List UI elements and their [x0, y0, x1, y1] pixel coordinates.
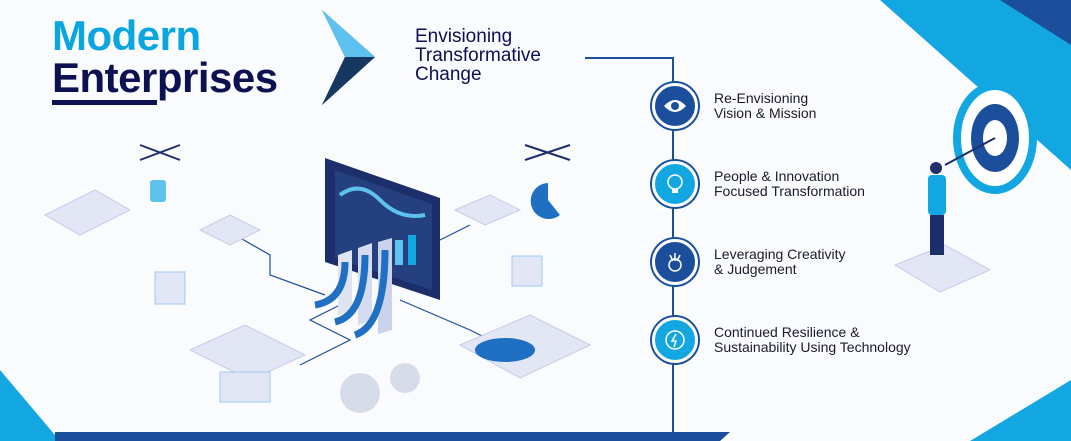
- step-label: People & Innovation: [714, 168, 840, 184]
- step-label: Sustainability Using Technology: [714, 339, 911, 355]
- subtitle: Envisioning Transformative Change: [415, 27, 541, 84]
- timeline-connector: [585, 57, 674, 441]
- chevron-logo: [322, 10, 375, 105]
- step-creativity-judgement: Leveraging Creativity& Judgement: [650, 238, 970, 286]
- corner-triangle-bottom-right: [970, 380, 1071, 441]
- title-underline: [52, 100, 157, 105]
- gears: [340, 363, 420, 413]
- step-label: & Judgement: [714, 261, 797, 277]
- bottom-bar: [55, 432, 730, 441]
- lightbulb-gear-icon: [652, 161, 698, 207]
- corner-triangle-dark: [1000, 0, 1071, 45]
- cylinder-chart: [475, 338, 535, 362]
- target-figure: [928, 82, 1037, 255]
- step-label: Re-Envisioning: [714, 90, 809, 106]
- subtitle-line: Transformative: [415, 45, 541, 66]
- drone-icons: [139, 144, 571, 161]
- eco-plug-icon: [652, 317, 698, 363]
- subtitle-line: Envisioning: [415, 26, 513, 47]
- step-label: Vision & Mission: [714, 105, 817, 121]
- corner-triangle-bottom-left: [0, 370, 60, 441]
- eye-icon: [652, 83, 698, 129]
- creativity-gear-icon: [652, 239, 698, 285]
- title-modern: Modern: [52, 12, 201, 59]
- step-resilience-sustainability: Continued Resilience &Sustainability Usi…: [650, 316, 970, 364]
- step-label: Leveraging Creativity: [714, 246, 846, 262]
- step-label: Focused Transformation: [714, 183, 865, 199]
- growth-bars: [314, 238, 392, 339]
- subtitle-line: Change: [415, 64, 482, 85]
- title-enterprises: Enterprises: [52, 54, 278, 101]
- step-label: Continued Resilience &: [714, 324, 860, 340]
- server-stacks: [150, 180, 543, 403]
- pie-chart-figure: [530, 183, 560, 219]
